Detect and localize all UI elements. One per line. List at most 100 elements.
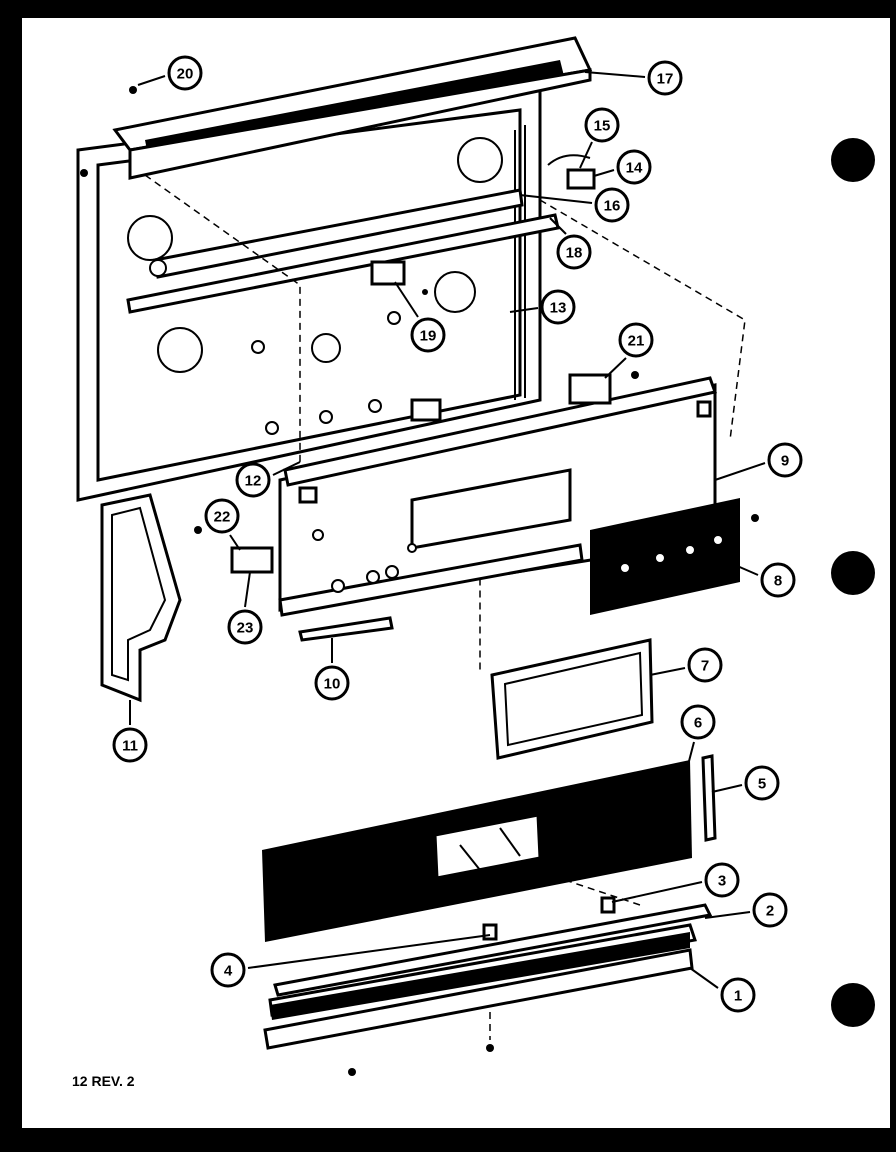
leader-line-8 bbox=[734, 564, 759, 576]
callout-4: 4 bbox=[210, 952, 246, 988]
callout-number-1: 1 bbox=[734, 988, 742, 1005]
callout-9: 9 bbox=[767, 442, 803, 478]
callout-17: 17 bbox=[647, 60, 683, 96]
callout-20: 20 bbox=[167, 55, 203, 91]
callout-bubble-2 bbox=[752, 892, 788, 928]
callout-number-13: 13 bbox=[550, 300, 567, 317]
leader-line-19 bbox=[394, 281, 419, 318]
callout-number-16: 16 bbox=[604, 198, 621, 215]
leader-line-16 bbox=[519, 194, 593, 204]
callout-bubble-11 bbox=[112, 727, 148, 763]
callout-number-18: 18 bbox=[566, 245, 583, 262]
callout-1: 1 bbox=[720, 977, 756, 1013]
callout-bubble-18 bbox=[556, 234, 592, 270]
leader-line-17 bbox=[584, 71, 646, 78]
callout-13: 13 bbox=[540, 289, 576, 325]
callout-number-4: 4 bbox=[224, 963, 233, 980]
trim-strip-5 bbox=[701, 754, 717, 842]
leader-line-7 bbox=[649, 667, 686, 676]
callout-number-21: 21 bbox=[628, 333, 645, 350]
callout-11: 11 bbox=[112, 727, 148, 763]
binder-hole-top bbox=[831, 138, 875, 182]
callout-number-9: 9 bbox=[781, 453, 789, 470]
callout-14: 14 bbox=[616, 149, 652, 185]
callout-16: 16 bbox=[594, 187, 630, 223]
leader-line-14 bbox=[593, 169, 615, 177]
leader-line-1 bbox=[689, 967, 719, 989]
callout-number-12: 12 bbox=[245, 473, 262, 490]
callout-bubble-6 bbox=[680, 704, 716, 740]
back-panel bbox=[76, 88, 542, 502]
leader-line-9 bbox=[714, 462, 766, 481]
glass-panel bbox=[262, 760, 692, 942]
leader-line-20 bbox=[137, 75, 166, 86]
callout-10: 10 bbox=[314, 665, 350, 701]
callout-bubble-13 bbox=[540, 289, 576, 325]
callout-number-2: 2 bbox=[766, 903, 774, 920]
leader-line-6 bbox=[687, 741, 695, 766]
callout-number-23: 23 bbox=[237, 620, 254, 637]
leader-line-13 bbox=[509, 307, 539, 313]
lamp-assembly bbox=[126, 188, 560, 314]
binder-hole-middle bbox=[831, 551, 875, 595]
callout-bubble-4 bbox=[210, 952, 246, 988]
callout-number-11: 11 bbox=[122, 738, 138, 755]
scan-noise-bottom bbox=[22, 1128, 890, 1152]
window-frame bbox=[490, 638, 654, 760]
callout-7: 7 bbox=[687, 647, 723, 683]
callout-bubble-14 bbox=[616, 149, 652, 185]
callout-23: 23 bbox=[227, 609, 263, 645]
callout-bubble-19 bbox=[410, 317, 446, 353]
side-end-cap bbox=[100, 493, 182, 703]
callout-bubble-8 bbox=[760, 562, 796, 598]
leader-line-15 bbox=[579, 141, 593, 169]
callout-3: 3 bbox=[704, 862, 740, 898]
screws bbox=[129, 86, 759, 1076]
callout-19: 19 bbox=[410, 317, 446, 353]
callout-bubble-21 bbox=[618, 322, 654, 358]
leader-line-12 bbox=[272, 461, 301, 476]
callout-bubble-23 bbox=[227, 609, 263, 645]
callout-21: 21 bbox=[618, 322, 654, 358]
callout-bubble-12 bbox=[235, 462, 271, 498]
callout-15: 15 bbox=[584, 107, 620, 143]
callout-bubble-22 bbox=[204, 498, 240, 534]
callout-6: 6 bbox=[680, 704, 716, 740]
callout-number-19: 19 bbox=[420, 328, 437, 345]
callout-number-15: 15 bbox=[594, 118, 611, 135]
callout-number-17: 17 bbox=[657, 71, 674, 88]
callout-22: 22 bbox=[204, 498, 240, 534]
callout-number-5: 5 bbox=[758, 776, 766, 793]
leader-line-2 bbox=[704, 911, 751, 919]
callout-bubble-7 bbox=[687, 647, 723, 683]
drawing-reference: 12 REV. 2 bbox=[72, 1073, 135, 1089]
callout-bubble-15 bbox=[584, 107, 620, 143]
bottom-rails bbox=[263, 896, 713, 1050]
callout-number-7: 7 bbox=[701, 658, 709, 675]
leader-lines bbox=[129, 71, 766, 989]
leader-line-23 bbox=[244, 571, 251, 608]
callout-bubble-9 bbox=[767, 442, 803, 478]
callout-number-8: 8 bbox=[774, 573, 782, 590]
leader-line-18 bbox=[549, 217, 567, 235]
leader-line-22 bbox=[229, 534, 241, 551]
binder-hole-bottom bbox=[831, 983, 875, 1027]
switch-22 bbox=[230, 546, 274, 574]
leader-line-21 bbox=[604, 357, 627, 379]
callout-bubble-1 bbox=[720, 977, 756, 1013]
callout-number-6: 6 bbox=[694, 715, 702, 732]
callout-number-20: 20 bbox=[177, 66, 194, 83]
binder-holes bbox=[831, 138, 875, 1027]
callout-8: 8 bbox=[760, 562, 796, 598]
callout-5: 5 bbox=[744, 765, 780, 801]
rod-10 bbox=[298, 616, 394, 642]
callout-12: 12 bbox=[235, 462, 271, 498]
callout-2: 2 bbox=[752, 892, 788, 928]
callout-bubble-20 bbox=[167, 55, 203, 91]
callout-18: 18 bbox=[556, 234, 592, 270]
callout-bubble-16 bbox=[594, 187, 630, 223]
callout-bubble-17 bbox=[647, 60, 683, 96]
leader-line-4 bbox=[247, 934, 491, 969]
callout-number-14: 14 bbox=[626, 160, 643, 177]
